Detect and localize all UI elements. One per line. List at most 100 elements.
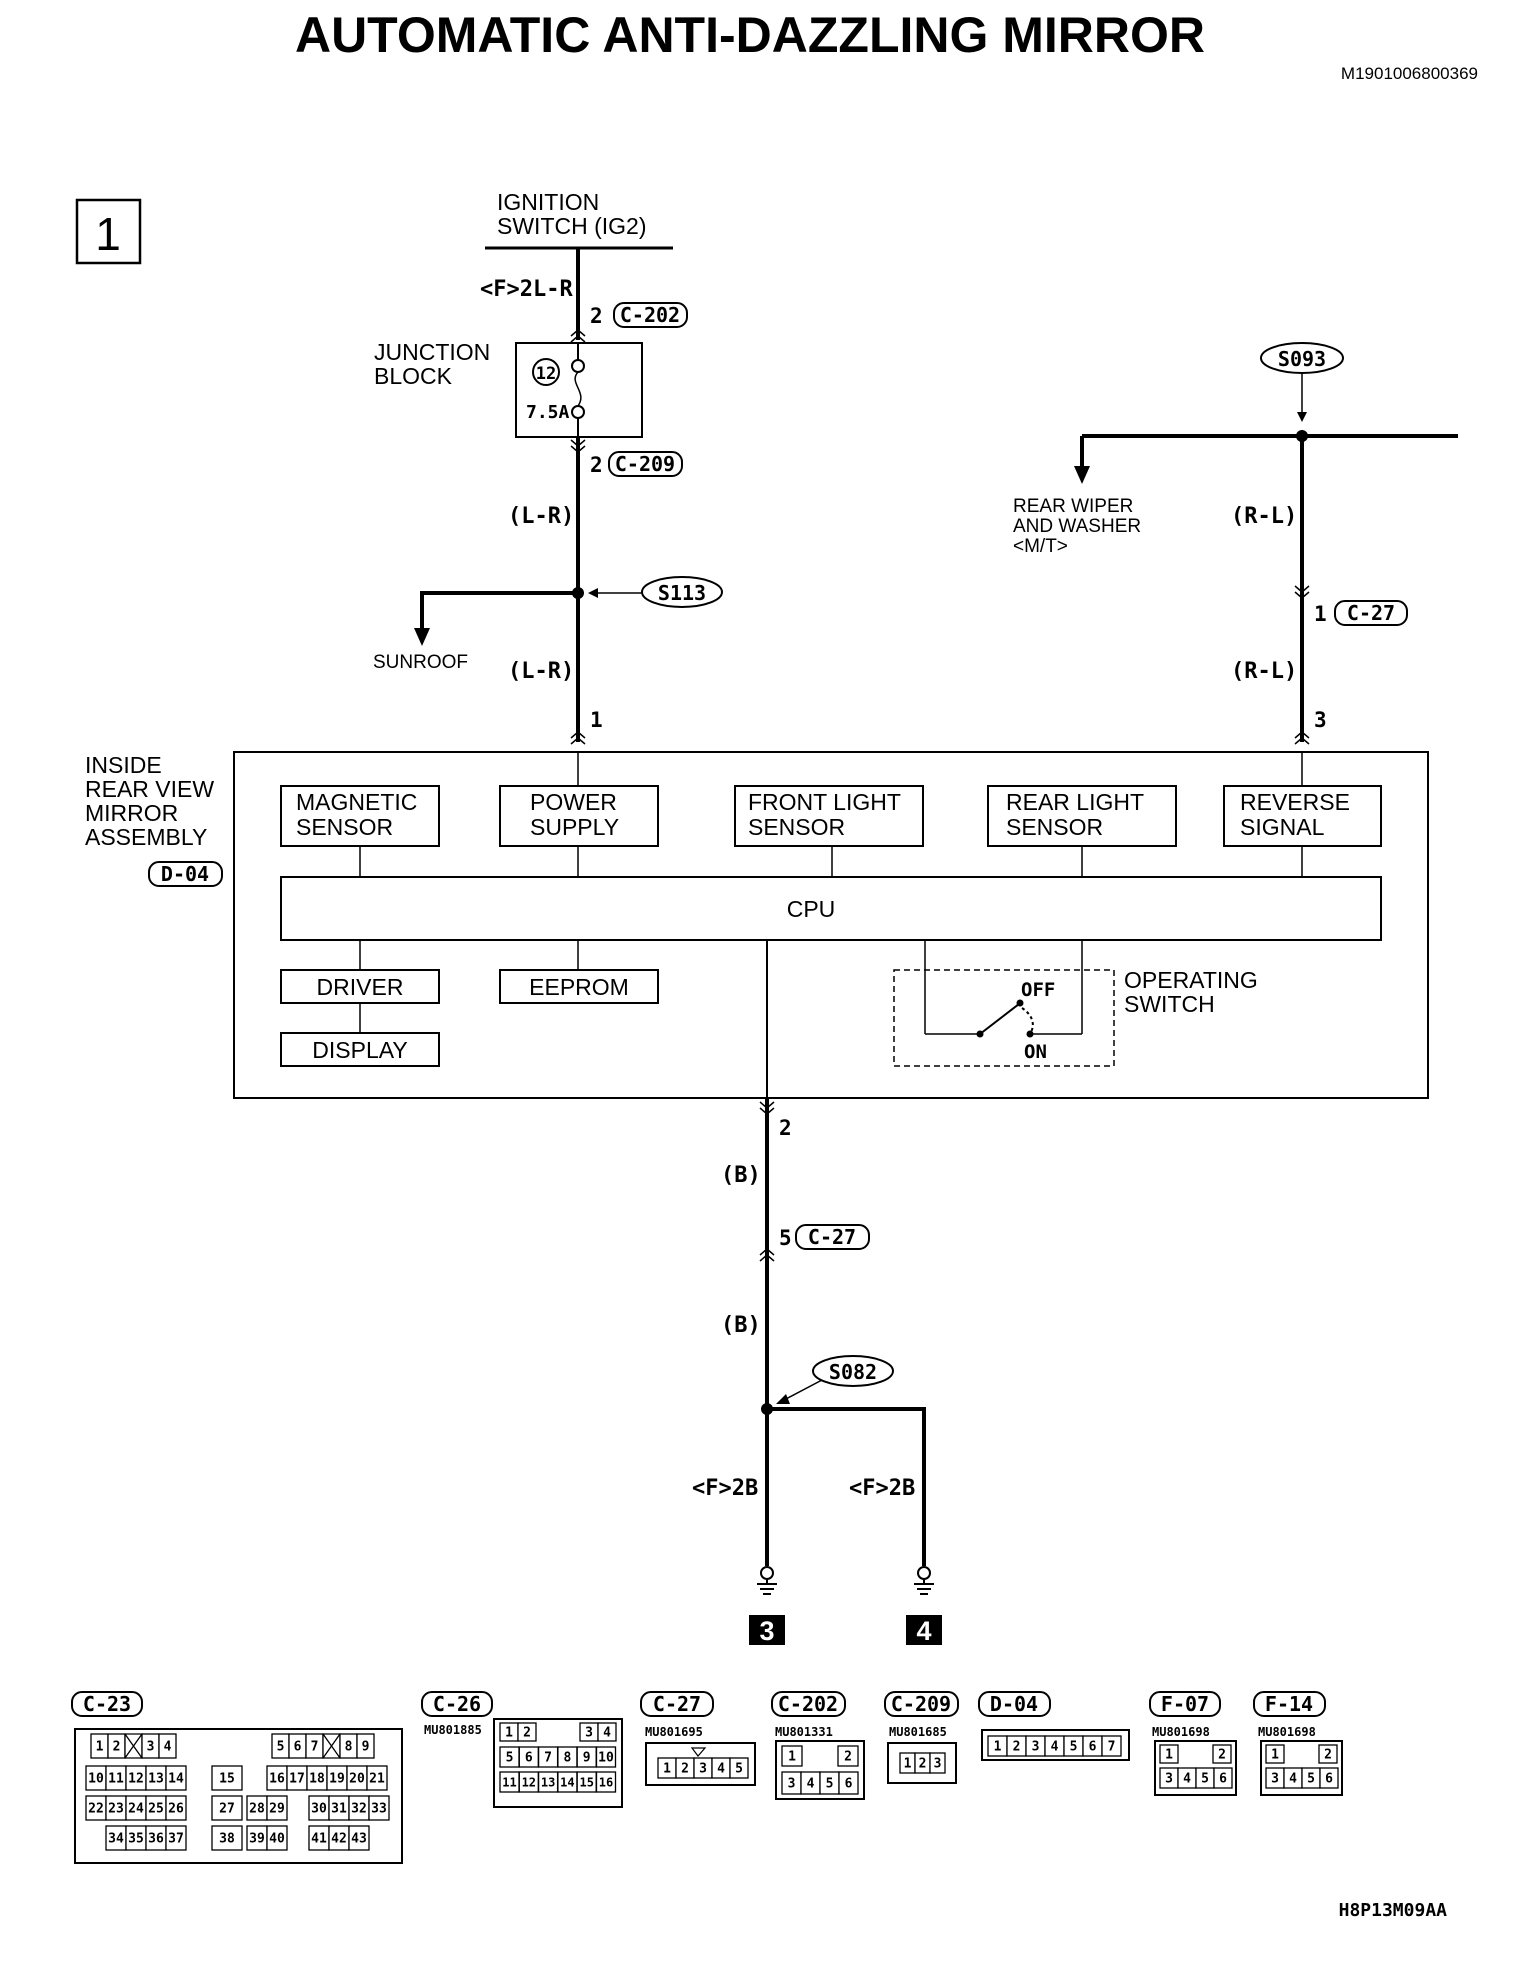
connector-pin-number: 1 [663,1762,671,1777]
connector-pin-number: 39 [249,1832,265,1847]
fuse-element [574,371,582,407]
connector-pin-number: 30 [311,1802,327,1817]
connector-pin-number: 3 [1032,1740,1040,1755]
connector-pin-number: 10 [598,1751,614,1766]
connector-pin-number: 5 [826,1777,834,1792]
figure-code: H8P13M09AA [1339,1900,1448,1921]
magnetic-sensor-label-2: SENSOR [296,814,393,840]
power-supply-label-1: POWER [530,789,617,815]
svg-text:F-14: F-14 [1265,1692,1313,1716]
pin-ground-terminal [759,1101,775,1115]
ground-4-label: 4 [916,1616,931,1646]
assembly-label-3: MIRROR [85,800,178,826]
connector-pin-number: 3 [1271,1772,1279,1787]
pin-reverse-terminal [1294,731,1310,745]
connector-pin-cell [1319,1767,1339,1789]
c27-top-pin: 1 [1314,602,1327,626]
wire-color-lr-lower: (L-R) [508,659,574,684]
splice-s093-arrow [1297,412,1307,422]
connector-pin-number: 29 [269,1802,285,1817]
connector-pin-cell [781,1745,803,1767]
front-light-sensor-label-1: FRONT LIGHT [748,789,901,815]
c27-top-tag [1334,600,1408,626]
connector-pin-number: 27 [219,1802,235,1817]
connector-pin-number: 2 [919,1757,927,1772]
connector-pin-cell [165,1765,187,1791]
connector-pin-cell [266,1795,288,1821]
reverse-signal-label-1: REVERSE [1240,789,1350,815]
fuse-number: 12 [536,364,556,384]
operating-switch-boundary [893,969,1115,1067]
reverse-signal-block [1223,785,1382,847]
connector-pin-number: 24 [128,1802,144,1817]
connector-pin-cell [348,1825,370,1851]
connector-pin-number: 1 [1165,1748,1173,1763]
splice-s113-arrow [588,588,598,598]
connector-pin-cell [1265,1744,1285,1764]
connector-pin-cell [356,1733,375,1759]
fuse-top-terminal [571,359,585,373]
ground-symbol-left [757,1566,777,1595]
c27-bottom-pin: 5 [779,1226,792,1250]
reverse-signal-label-2: SIGNAL [1240,814,1325,840]
junction-block-label-2: BLOCK [374,363,453,389]
rear-wiper-arrow [1074,466,1090,484]
connector-pin-number: 18 [309,1772,325,1787]
connector-pin-number: 1 [788,1750,796,1765]
connector-pin-number: 6 [525,1751,533,1766]
assembly-label-4: ASSEMBLY [85,824,207,850]
connector-pin-cell [368,1795,390,1821]
connector-pin-number: 16 [599,1775,613,1789]
c27-bottom-terminal [759,1248,775,1262]
wire-color-rl-lower: (R-L) [1231,659,1297,684]
pin-ground: 2 [779,1116,792,1140]
connector-pin-cell [729,1757,749,1779]
switch-on-label: ON [1024,1041,1047,1063]
connector-pin-number: 2 [113,1740,121,1755]
connector-pin-number: 32 [351,1802,367,1817]
splice-s113-tag [641,576,723,608]
c27-bottom-tag [795,1224,870,1250]
connector-pin-number: 8 [345,1740,353,1755]
connector-pin-number: 6 [1219,1772,1227,1787]
connector-pin-number: 6 [1089,1740,1097,1755]
connector-pin-number: 6 [294,1740,302,1755]
connector-pin-number: 1 [96,1740,104,1755]
connector-pin-number: 31 [331,1802,347,1817]
connector-pin-number: 4 [807,1777,815,1792]
connector-pin-number: 3 [147,1740,155,1755]
connector-pin-number: 5 [506,1751,514,1766]
connector-pin-cell [517,1722,537,1742]
sunroof-arrow [414,628,430,646]
connector-pin-number: 42 [331,1832,347,1847]
connector-pin-number: 12 [128,1772,144,1787]
c202-pin: 2 [590,304,603,328]
connector-pin-number: 6 [845,1777,853,1792]
svg-text:MU801331: MU801331 [775,1725,833,1739]
connector-blank-cell [322,1733,341,1759]
svg-text:D-04: D-04 [990,1692,1038,1716]
c202-terminal [570,329,586,343]
junction-block-label-1: JUNCTION [374,339,490,365]
cpu-block [280,876,1382,941]
pin-power-terminal [570,731,586,745]
splice-s113: S113 [658,581,706,605]
connector-pin-number: 3 [1165,1772,1173,1787]
connector-pin-cell [1213,1767,1233,1789]
connector-pin-number: 11 [108,1772,124,1787]
splice-s082-leader [783,1379,823,1401]
connector-pin-cell [165,1825,187,1851]
connector-pin-number: 7 [544,1751,552,1766]
connector-pin-number: 11 [502,1775,516,1789]
svg-text:C-202: C-202 [778,1692,838,1716]
connector-pin-cell [595,1746,617,1768]
sunroof-label: SUNROOF [373,652,468,673]
connector-pin-number: 15 [219,1772,235,1787]
connector-pin-number: 2 [844,1750,852,1765]
front-light-sensor-label-2: SENSOR [748,814,845,840]
